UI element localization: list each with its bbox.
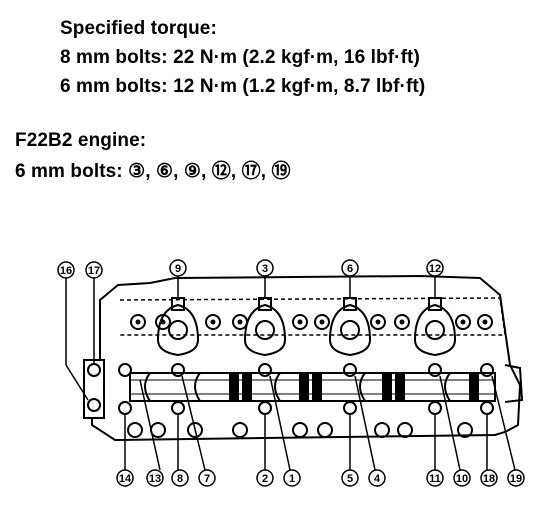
torque-spec-8mm: 8 mm bolts: 22 N·m (2.2 kgf·m, 16 lbf·ft… [60,47,420,68]
callout-19: 19 [510,473,522,485]
end-cover-plate [83,359,105,419]
callout-13: 13 [149,473,161,485]
upper-bolt-row [118,363,494,377]
engine-6mm-bolt-list: 6 mm bolts: ③, ⑥, ⑨, ⑫, ⑰, ⑲ [15,161,291,182]
callout-11: 11 [429,473,441,485]
camshaft [129,372,496,402]
engine-heading: F22B2 engine: [15,130,147,151]
lower-bolt-row [118,401,494,415]
head-outline [91,274,522,442]
head-inner-dashed [119,297,506,336]
callout-3: 3 [262,263,268,275]
callout-18: 18 [483,473,495,485]
cam-caps [156,303,457,357]
upper-boss-cores [135,319,488,325]
callout-10: 10 [456,473,468,485]
callout-7: 7 [204,473,210,485]
callout-8: 8 [177,473,183,485]
callout-12: 12 [429,263,441,275]
callout-1: 1 [289,473,295,485]
torque-heading: Specified torque: [60,18,217,39]
callout-circles [57,259,525,487]
callout-17: 17 [88,265,100,277]
callout-4: 4 [374,473,381,485]
callout-9: 9 [175,263,181,275]
callout-6: 6 [347,263,353,275]
callout-2: 2 [262,473,268,485]
callout-14: 14 [119,473,132,485]
leader-lines [65,276,516,471]
right-end-bracket [504,364,524,403]
lower-bosses [127,422,473,438]
torque-spec-6mm: 6 mm bolts: 12 N·m (1.2 kgf·m, 8.7 lbf·f… [60,76,426,97]
callout-5: 5 [347,473,353,485]
callout-16: 16 [60,265,72,277]
